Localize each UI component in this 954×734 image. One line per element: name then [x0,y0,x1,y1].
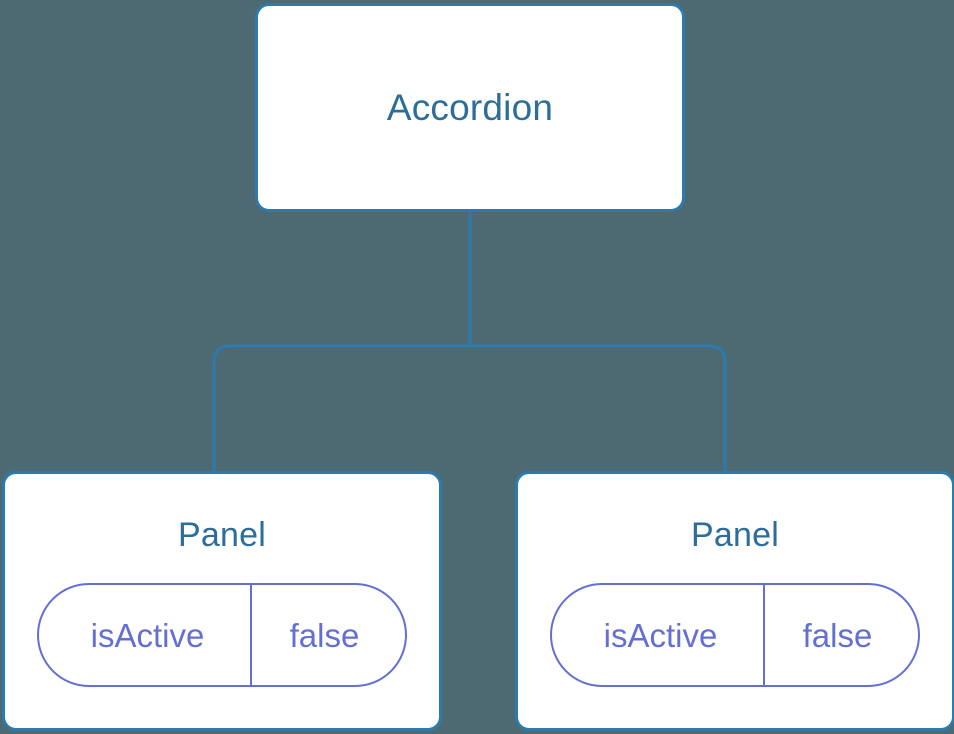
node-panel-2[interactable]: Panel isActive false [515,471,954,731]
node-panel-1[interactable]: Panel isActive false [2,471,442,731]
prop-value-isactive-1: false [289,616,360,654]
node-accordion-title: Accordion [386,87,554,128]
prop-value-isactive-2: false [802,616,873,654]
edge-root-to-panel-1 [212,344,470,474]
prop-key-isactive-1: isActive [39,585,252,685]
prop-key-isactive-2: isActive [552,585,765,685]
node-panel-2-title: Panel [691,516,779,554]
prop-pill-panel-2[interactable]: isActive false [550,583,920,687]
node-accordion[interactable]: Accordion [255,3,685,212]
edge-root-to-panel-2 [470,344,727,474]
prop-pill-panel-1[interactable]: isActive false [37,583,407,687]
node-panel-1-title: Panel [178,516,266,554]
